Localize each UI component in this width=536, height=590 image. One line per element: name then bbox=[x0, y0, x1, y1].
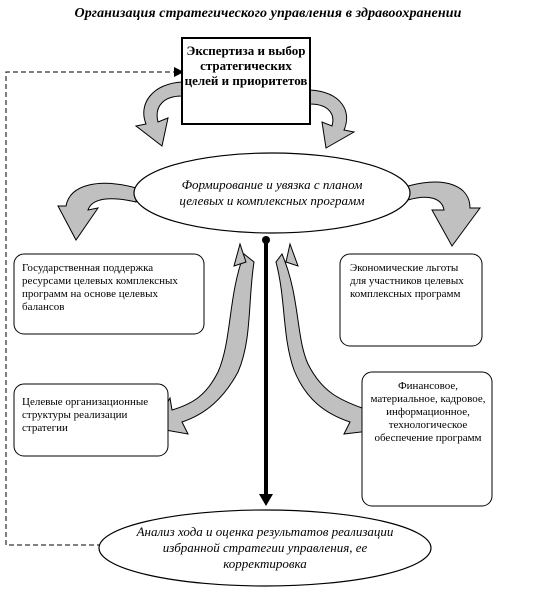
left-bottom-box-border bbox=[13, 383, 169, 457]
left-top-box-label: Государственная поддержка ресурсами целе… bbox=[22, 262, 178, 313]
bottom-ellipse-shape bbox=[98, 509, 432, 587]
left-bottom-box-label: Целевые организационные структуры реализ… bbox=[22, 396, 149, 434]
right-bottom-box-label: Финансовое, материальное, кадровое, инфо… bbox=[370, 380, 486, 444]
upper-right-small-arrow bbox=[285, 242, 299, 267]
top-box-border bbox=[181, 37, 311, 125]
top-left-curved-arrow bbox=[134, 81, 183, 147]
right-top-box-border bbox=[339, 253, 483, 347]
left-top-box-border bbox=[13, 253, 205, 335]
mid-left-curved-arrow bbox=[57, 182, 137, 241]
central-arrowhead bbox=[259, 494, 273, 506]
diagram-title: Организация стратегического управления в… bbox=[74, 6, 462, 21]
right-bottom-box-border bbox=[361, 371, 493, 507]
top-right-curved-arrow bbox=[309, 89, 356, 149]
upper-left-small-arrow bbox=[233, 242, 247, 267]
middle-ellipse-shape bbox=[133, 152, 411, 234]
feedback-arrowhead bbox=[174, 67, 184, 77]
right-top-box-label: Экономические льготы для участников целе… bbox=[350, 262, 464, 300]
bottom-ellipse-label: Анализ хода и оценка результатов реализа… bbox=[136, 524, 394, 571]
mid-right-curved-arrow bbox=[407, 181, 481, 247]
top-box-label: Экспертиза и выбор стратегических целей … bbox=[184, 43, 308, 88]
feedback-dashed-line bbox=[5, 71, 176, 546]
middle-ellipse-label: Формирование и увязка с планом целевых и… bbox=[179, 177, 365, 208]
